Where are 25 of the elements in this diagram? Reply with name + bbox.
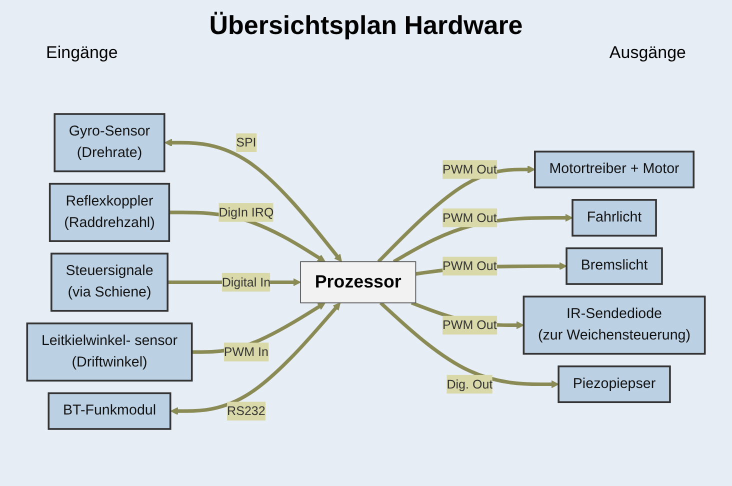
edge-label: PWM Out <box>442 210 497 225</box>
node-box: Fahrlicht <box>572 199 657 237</box>
edge-label: PWM Out <box>442 318 497 332</box>
edge-label: PWM Out <box>442 258 497 273</box>
node-box: Motortreiber + Motor <box>534 150 695 188</box>
edge-label: RS232 <box>227 403 266 418</box>
column-heading: Ausgänge <box>609 43 686 63</box>
edge-label: PWM Out <box>442 162 497 176</box>
edge-label: PWM In <box>224 344 268 359</box>
edge-label: Dig. Out <box>446 376 493 391</box>
arrow <box>377 166 536 263</box>
edge-label: DigIn IRQ <box>218 204 274 220</box>
diagram-title: Übersichtsplan Hardware <box>209 10 523 41</box>
node-box: Bremslicht <box>566 247 663 285</box>
node-box: Gyro-Sensor (Drehrate) <box>54 113 166 172</box>
node-box: IR-Sendediode (zur Weichensteuerung) <box>522 296 706 355</box>
node-box: BT-Funkmodul <box>48 392 172 430</box>
edge-label: SPI <box>236 135 256 150</box>
column-heading: Eingänge <box>46 43 118 63</box>
node-box: Steuersignale (via Schiene) <box>50 252 168 312</box>
node-box: Prozessor <box>300 261 416 304</box>
node-box: Reflexkoppler (Raddrehzahl) <box>48 182 170 242</box>
node-box: Leitkielwinkel- sensor (Driftwinkel) <box>26 322 193 382</box>
edge-label: Digital In <box>222 274 271 289</box>
node-box: Piezopiepser <box>558 365 671 404</box>
